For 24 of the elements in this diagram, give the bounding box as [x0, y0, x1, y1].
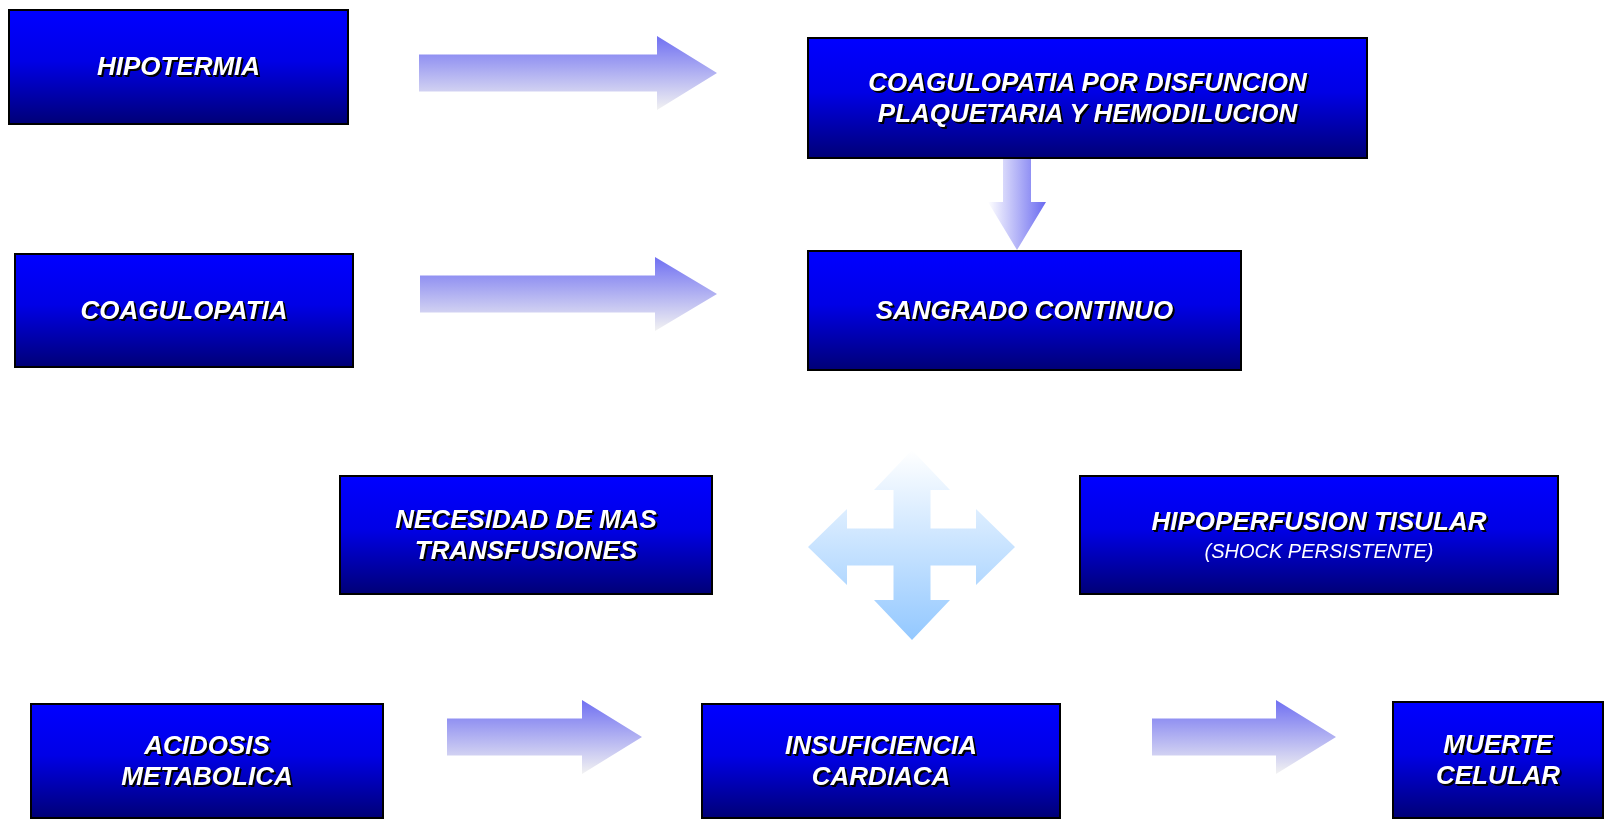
process-box: [1079, 475, 1559, 595]
box-label: SANGRADO CONTINUO: [875, 294, 1174, 327]
process-box: [701, 703, 1061, 819]
process-box: [8, 9, 349, 125]
block-arrow: [1152, 700, 1336, 774]
block-arrow: [447, 700, 642, 774]
box-label: HIPOPERFUSION TISULAR: [1151, 506, 1487, 538]
process-box: [807, 250, 1242, 371]
block-arrow: [988, 159, 1046, 250]
box-label: ACIDOSIS METABOLICA: [120, 729, 294, 793]
box-label: HIPOTERMIA: [96, 51, 261, 83]
process-box: [1392, 701, 1604, 819]
box-label: NECESIDAD DE MAS TRANSFUSIONES: [394, 503, 658, 567]
process-box: [30, 703, 384, 819]
block-arrow: [420, 257, 717, 331]
block-arrow: [419, 36, 717, 110]
process-box: [339, 475, 713, 595]
box-label: INSUFICIENCIA CARDIACA: [783, 729, 979, 793]
process-box: [807, 37, 1368, 159]
box-label: COAGULOPATIA POR DISFUNCION PLAQUETARIA Y HEMODILUCION: [867, 66, 1308, 130]
process-box: [14, 253, 354, 368]
box-label: COAGULOPATIA: [80, 294, 288, 327]
box-label: MUERTE CELULAR: [1434, 728, 1562, 792]
box-sublabel: (SHOCK PERSISTENTE): [1204, 538, 1434, 564]
